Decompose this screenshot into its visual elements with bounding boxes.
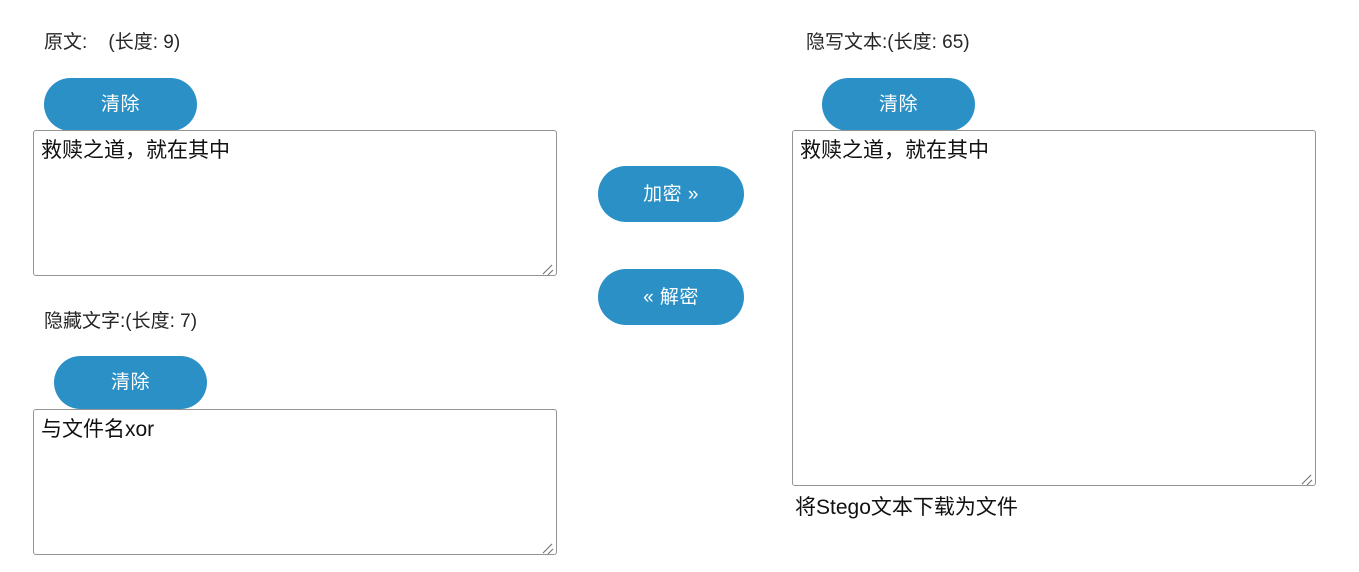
resize-handle-icon[interactable]	[539, 537, 555, 553]
plaintext-textarea[interactable]: 救赎之道，就在其中	[33, 130, 557, 276]
hidden-text-textarea[interactable]: 与文件名xor	[33, 409, 557, 555]
hidden-text-textarea-value: 与文件名xor	[41, 418, 155, 441]
plaintext-textarea-value: 救赎之道，就在其中	[41, 139, 230, 162]
clear-plaintext-button[interactable]: 清除	[44, 78, 197, 131]
hidden-text-label: 隐藏文字:(长度: 7)	[44, 311, 198, 332]
encrypt-button[interactable]: 加密 »	[598, 166, 744, 222]
clear-hidden-text-button[interactable]: 清除	[54, 356, 207, 409]
stego-text-label: 隐写文本:(长度: 65)	[806, 32, 970, 53]
clear-stego-text-button[interactable]: 清除	[822, 78, 975, 131]
plaintext-label: 原文: (长度: 9)	[44, 32, 181, 53]
resize-handle-icon[interactable]	[1298, 468, 1314, 484]
stego-text-textarea-value: 救赎之道，就在其中	[800, 139, 989, 162]
download-stego-text-link[interactable]: 将Stego文本下载为文件	[795, 496, 1018, 519]
stego-text-textarea[interactable]: 救赎之道，就在其中	[792, 130, 1316, 486]
resize-handle-icon[interactable]	[539, 258, 555, 274]
decrypt-button[interactable]: « 解密	[598, 269, 744, 325]
